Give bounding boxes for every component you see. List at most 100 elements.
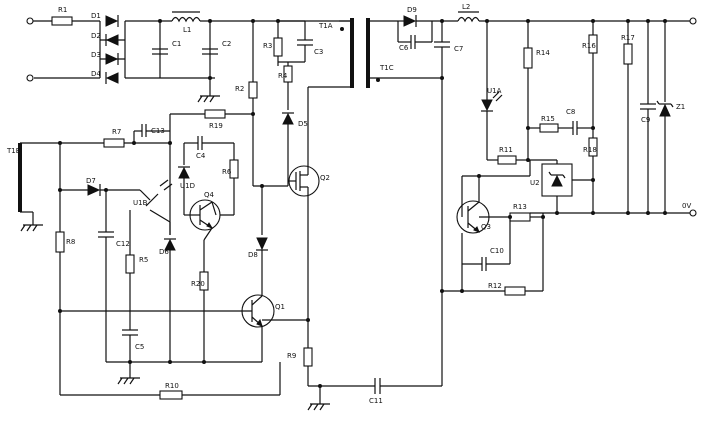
diode-d2: [105, 34, 119, 46]
label-c11: C11: [369, 397, 383, 405]
capacitor-c3: [297, 39, 313, 46]
label-q3: Q3: [481, 223, 491, 231]
label-l1: L1: [183, 26, 191, 34]
resistor-r15: [539, 123, 559, 133]
capacitor-c2: [202, 48, 218, 55]
optocoupler-u1b: [139, 179, 173, 223]
label-r20: R20: [191, 280, 205, 288]
label-c8: C8: [566, 108, 575, 116]
ac-input-terminal-2: [26, 74, 34, 82]
label-z1: Z1: [676, 103, 685, 111]
capacitor-c4: [197, 136, 203, 150]
label-d2: D2: [91, 32, 101, 40]
resistor-r1: [51, 16, 73, 26]
label-r9: R9: [287, 352, 296, 360]
label-t1b: T1B: [6, 147, 21, 155]
label-c9: C9: [641, 116, 650, 124]
shunt-regulator-u2: [541, 163, 573, 197]
label-c7: C7: [454, 45, 463, 53]
capacitor-c5: [122, 329, 138, 336]
label-u1a: U1A: [487, 87, 502, 95]
capacitor-c7: [434, 41, 450, 48]
label-r17: R17: [621, 34, 635, 42]
label-c1: C1: [172, 40, 181, 48]
label-t1c: T1C: [379, 64, 394, 72]
label-c3: C3: [314, 48, 323, 56]
label-q1: Q1: [275, 303, 285, 311]
label-r6: R6: [222, 168, 232, 176]
label-q4: Q4: [204, 191, 215, 199]
label-r14: R14: [536, 49, 550, 57]
label-c10: C10: [490, 247, 504, 255]
resistor-r17: [623, 43, 633, 65]
label-r16: R16: [582, 42, 596, 50]
label-u1b: U1B: [133, 199, 148, 207]
label-c5: C5: [135, 343, 144, 351]
resistor-r19: [204, 109, 226, 119]
inductor-l2: [457, 16, 480, 23]
diode-d1: [105, 15, 119, 27]
label-r18: R18: [583, 146, 597, 154]
capacitor-c9: [640, 103, 656, 110]
label-r13: R13: [513, 203, 527, 211]
label-r15: R15: [541, 115, 555, 123]
ground-symbol: [117, 362, 140, 385]
resistor-r9: [303, 347, 313, 367]
capacitor-c8: [572, 121, 578, 135]
label-q2: Q2: [320, 174, 330, 182]
resistor-r10: [159, 390, 183, 400]
label-t1a: T1A: [318, 22, 333, 30]
capacitor-c13: [134, 124, 147, 137]
label-d5: D5: [298, 120, 308, 128]
label-r4: R4: [278, 72, 288, 80]
diode-d5: [282, 112, 294, 125]
label-r3: R3: [263, 42, 272, 50]
capacitor-c1: [152, 48, 168, 55]
diode-d9: [403, 15, 417, 27]
resistor-r11: [497, 155, 517, 165]
label-d6: D6: [159, 248, 169, 256]
label-u2: U2: [530, 179, 540, 187]
primary-side: R1 D1 D2 D3 D4 L1: [6, 6, 443, 411]
diode-d4: [105, 72, 119, 84]
label-l2: L2: [462, 3, 470, 11]
label-u1d: U1D: [180, 182, 195, 190]
resistor-r12: [504, 286, 526, 296]
label-d8: D8: [248, 251, 258, 259]
resistor-r13: [509, 212, 531, 222]
label-c2: C2: [222, 40, 231, 48]
resistor-r5: [125, 254, 135, 274]
diode-d7: [87, 184, 101, 196]
capacitor-c12: [98, 231, 114, 238]
label-r2: R2: [235, 85, 244, 93]
label-r5: R5: [139, 256, 148, 264]
output-terminal-0v: [689, 209, 697, 217]
label-d7: D7: [86, 177, 96, 185]
zener-diode-z1: [656, 100, 674, 117]
label-r10: R10: [165, 382, 179, 390]
label-r1: R1: [58, 6, 67, 14]
diode-d3: [105, 53, 119, 65]
capacitor-c11: [374, 378, 381, 394]
label-r8: R8: [66, 238, 75, 246]
label-c6: C6: [399, 44, 409, 52]
label-d3: D3: [91, 51, 101, 59]
label-d4: D4: [91, 70, 101, 78]
diode-d8: [256, 237, 268, 251]
label-d1: D1: [91, 12, 101, 20]
ac-input-terminal-1: [26, 17, 34, 25]
secondary-side: T1C D9 C6 L2 C7: [366, 3, 697, 296]
ground-symbol: [20, 224, 43, 232]
mosfet-q2: [288, 155, 320, 220]
capacitor-c6: [410, 35, 416, 49]
transistor-q1: [241, 294, 275, 328]
label-r11: R11: [499, 146, 513, 154]
resistor-r14: [523, 47, 533, 69]
label-r7: R7: [112, 128, 121, 136]
ground-symbol: [307, 386, 330, 411]
label-d9: D9: [407, 6, 417, 14]
ground-symbol: [197, 78, 220, 103]
label-r19: R19: [209, 122, 223, 130]
label-r12: R12: [488, 282, 502, 290]
resistor-r8: [55, 231, 65, 253]
